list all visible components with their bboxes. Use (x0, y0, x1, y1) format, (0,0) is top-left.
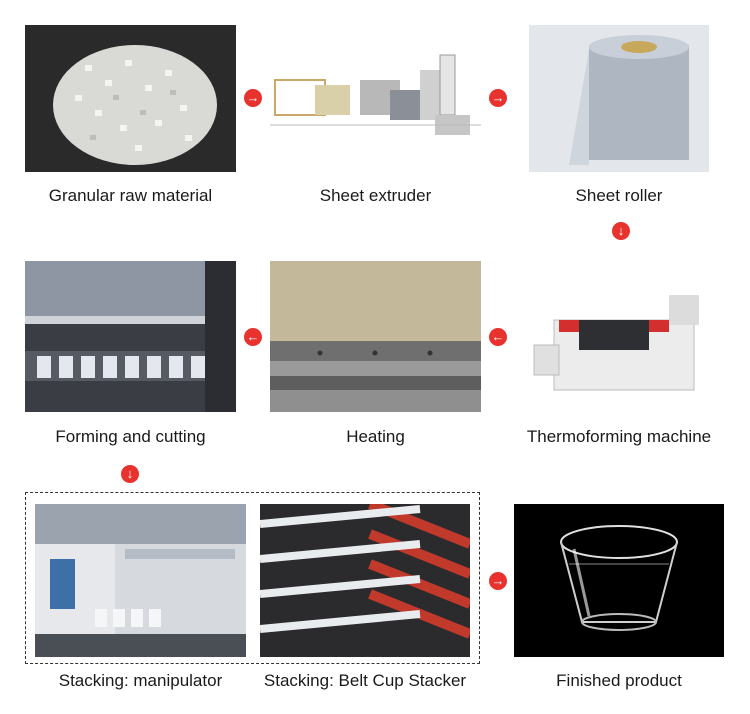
stacking-belt-cup-stacker-photo (260, 504, 470, 657)
label-manipulator: Stacking: manipulator (58, 671, 223, 690)
arrow-left-2: ← (489, 328, 507, 346)
label-thermo: Thermoforming machine (526, 427, 712, 446)
arrow-right-1: → (244, 89, 262, 107)
label-heating: Heating (346, 427, 405, 446)
arrow-down-2: ↓ (121, 465, 139, 483)
label-extruder: Sheet extruder (319, 186, 432, 205)
sheet-roller-photo (529, 25, 709, 172)
arrow-left-1: ← (244, 328, 262, 346)
label-finished: Finished product (556, 671, 682, 690)
arrow-right-2: → (489, 89, 507, 107)
label-roller: Sheet roller (575, 186, 663, 205)
heating-photo (270, 261, 481, 412)
stacking-options-group (25, 492, 480, 664)
stacking-manipulator-photo (35, 504, 246, 657)
label-forming: Forming and cutting (55, 427, 206, 446)
arrow-right-3: → (489, 572, 507, 590)
finished-product-photo (514, 504, 724, 657)
granular-raw-material-photo (25, 25, 236, 172)
forming-cutting-photo (25, 261, 236, 412)
label-belt: Stacking: Belt Cup Stacker (263, 671, 467, 690)
label-granular: Granular raw material (48, 186, 213, 205)
arrow-down-1: ↓ (612, 222, 630, 240)
sheet-extruder-photo (270, 25, 481, 172)
thermoforming-machine-photo (529, 285, 709, 395)
